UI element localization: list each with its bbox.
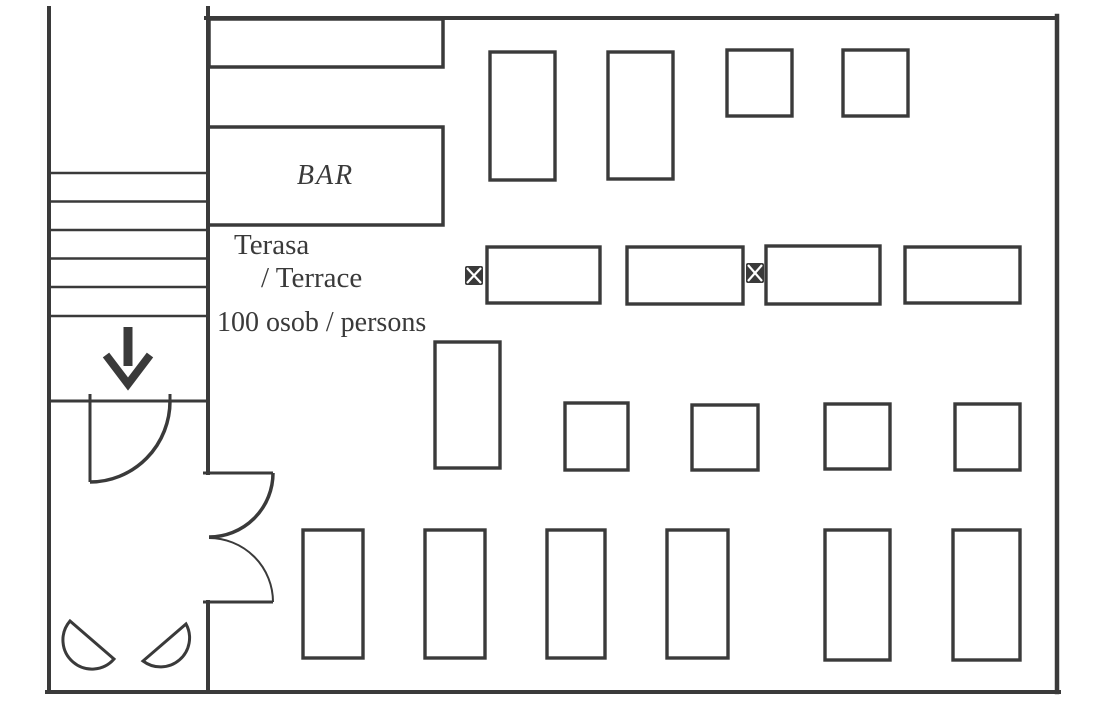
column-markers	[465, 263, 764, 285]
table	[485, 245, 602, 305]
table	[423, 528, 487, 660]
table	[823, 402, 892, 471]
top-counter	[207, 17, 445, 69]
terrace-double-door	[203, 471, 275, 604]
bar-label: BAR	[296, 160, 355, 191]
table	[903, 245, 1022, 305]
table	[725, 48, 794, 118]
table	[953, 402, 1022, 472]
middle-table-row	[485, 244, 1022, 306]
table	[764, 244, 882, 306]
table	[823, 528, 892, 662]
area-label-line2: / Terrace	[261, 262, 363, 294]
staircase	[51, 171, 206, 318]
area-label-line1: Terasa	[234, 229, 310, 261]
square-table-row	[563, 401, 1022, 472]
top-table-row	[488, 48, 910, 182]
table	[841, 48, 910, 118]
table	[433, 340, 502, 470]
table	[690, 403, 760, 472]
table	[301, 528, 365, 660]
door-swing-arc	[89, 400, 172, 484]
capacity-label: 100 osob / persons	[217, 307, 427, 338]
table	[951, 528, 1022, 662]
table	[606, 50, 675, 181]
table	[488, 50, 557, 182]
door-swing-arc	[208, 537, 274, 603]
crossed-square-marker	[465, 266, 483, 285]
table	[665, 528, 730, 660]
entrance-door	[88, 394, 172, 484]
bottom-table-row	[301, 528, 1022, 662]
table	[625, 245, 745, 306]
crossed-square-marker	[746, 263, 764, 283]
direction-arrow-icon	[102, 327, 154, 391]
table	[545, 528, 607, 660]
half-round-fixture	[61, 618, 117, 671]
half-round-fixtures	[61, 618, 192, 671]
door-swing-arc	[208, 472, 275, 539]
bar-counter	[206, 125, 445, 227]
half-round-fixture	[140, 621, 192, 669]
table	[563, 401, 630, 472]
